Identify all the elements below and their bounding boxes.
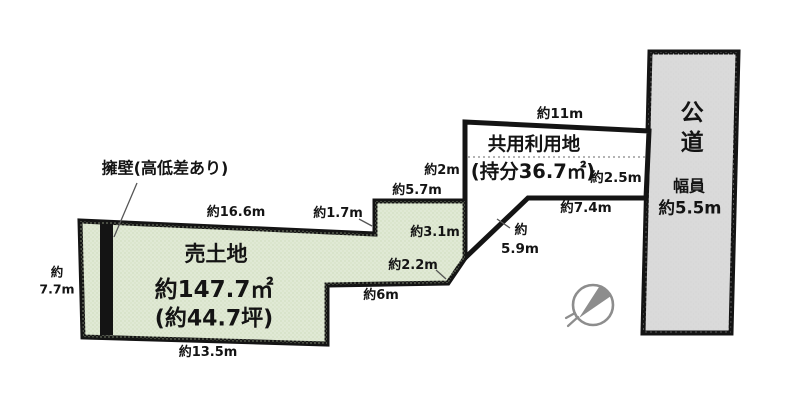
dim-shared-top-edge: 約11m: [536, 105, 584, 122]
dim-step-edge: 約6m: [363, 288, 399, 304]
dim-shared-left-edge: 約2m: [424, 163, 460, 179]
dim-bottom-edge: 約13.5m: [178, 345, 238, 361]
dim-corner-cut-edge: 約2.2m: [388, 258, 438, 274]
dim-left-value: 7.7m: [39, 281, 75, 297]
plot-texture: [80, 201, 465, 344]
shared-land-title: 共用利用地: [487, 134, 581, 156]
dim-lower-boundary-edge: 約7.4m: [560, 199, 612, 216]
corner-cut-leader-line: [435, 269, 447, 280]
road-width-caption: 幅員: [672, 176, 706, 196]
shared-land-share: (持分36.7㎡): [470, 159, 596, 183]
plot-title: 売土地: [184, 241, 248, 266]
diagonal-leader-line: [496, 218, 511, 229]
road-texture: [643, 52, 738, 333]
plot-area-tsubo: (約44.7坪): [154, 306, 274, 332]
road-name: 公道: [676, 100, 703, 160]
dim-shared-road-edge: 約2.5m: [590, 169, 642, 186]
retaining-wall-label: 擁壁(高低差あり): [101, 158, 229, 178]
dim-jog-edge: 約1.7m: [313, 206, 363, 222]
dim-top-edge: 約16.6m: [206, 205, 266, 221]
dim-right-edge: 約3.1m: [410, 225, 460, 241]
jog-leader-line: [358, 218, 373, 227]
plot-area: 約147.7㎡: [154, 276, 274, 303]
road-width-value: 約5.5m: [658, 198, 722, 218]
dim-diagonal-prefix: 約: [514, 223, 528, 239]
dim-diagonal-value: 5.9m: [501, 240, 539, 257]
retaining-wall-leader-line: [113, 182, 138, 238]
north-arrow-icon: [564, 283, 615, 328]
dim-upper-edge: 約5.7m: [392, 183, 442, 199]
retaining-wall-bar: [100, 224, 113, 335]
dim-left-prefix: 約: [50, 264, 64, 280]
